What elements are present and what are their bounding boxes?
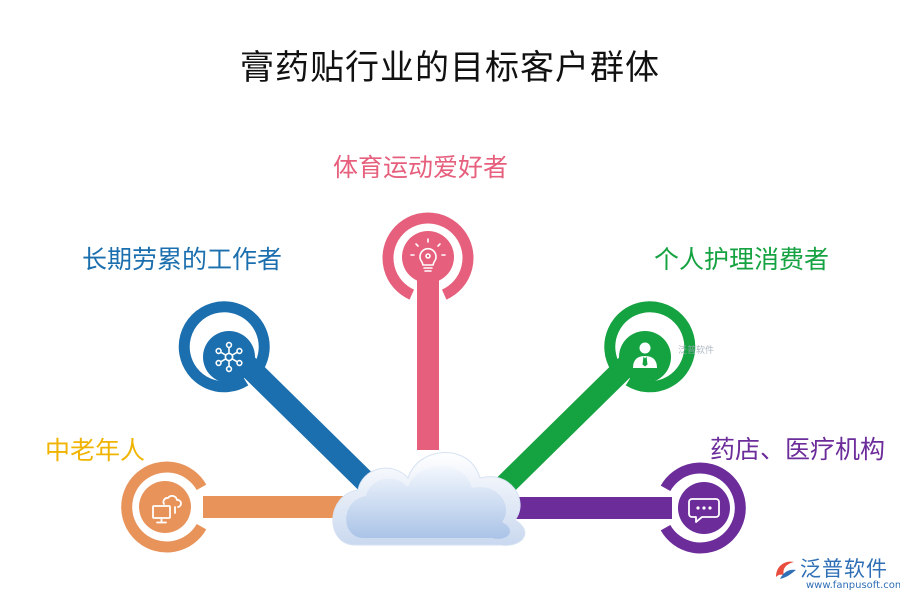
spoke-bar-green <box>482 356 636 508</box>
ring-green <box>604 301 696 393</box>
segment-label-workers: 长期劳累的工作者 <box>82 245 283 274</box>
computer-cloud-icon <box>152 495 182 524</box>
brand-logo-icon <box>776 561 796 579</box>
cloud-icon <box>332 452 526 546</box>
lightbulb-icon <box>410 238 446 272</box>
spoke-bar-blue <box>234 352 388 504</box>
person-icon <box>633 342 657 368</box>
ring-pink <box>382 212 474 300</box>
segment-label-personal-care: 个人护理消费者 <box>654 245 830 274</box>
chat-bubble-icon <box>688 498 720 523</box>
ring-purple <box>660 462 746 554</box>
ring-blue <box>178 301 270 393</box>
watermark-text: 泛普软件 <box>678 346 715 356</box>
page-title: 膏药贴行业的目标客户群体 <box>240 48 660 88</box>
brand-url: www.fanpusoft.com <box>806 580 900 591</box>
icon-disc-pink <box>402 231 454 283</box>
network-nodes-icon <box>215 341 243 373</box>
segment-label-elderly: 中老年人 <box>45 436 146 465</box>
segment-label-sports: 体育运动爱好者 <box>333 153 509 182</box>
segment-label-pharmacy: 药店、医疗机构 <box>710 435 886 464</box>
icon-disc-orange <box>139 481 191 533</box>
brand-logo-area: 泛普软件 www.fanpusoft.com <box>770 553 900 595</box>
icon-disc-blue <box>203 331 255 383</box>
ring-orange <box>121 461 207 553</box>
brand-name: 泛普软件 <box>800 557 888 581</box>
